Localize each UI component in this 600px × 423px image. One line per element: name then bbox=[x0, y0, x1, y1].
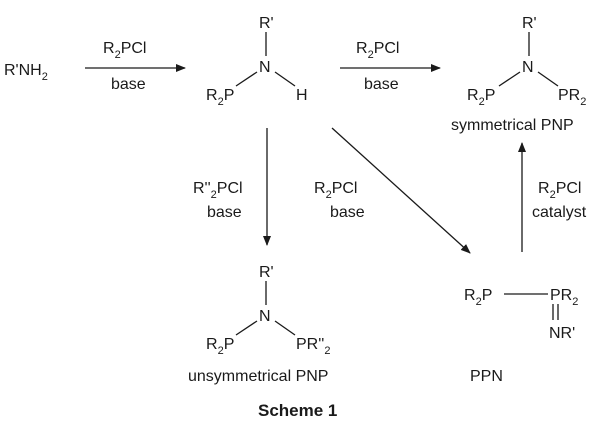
atom-pr2-alt: PR''2 bbox=[296, 336, 330, 357]
scheme-label: Scheme 1 bbox=[258, 401, 337, 420]
atom-r-prime: R' bbox=[522, 15, 537, 32]
reagent-r2pcl-alt: R''2PCl bbox=[193, 180, 243, 201]
bond-n-h bbox=[274, 71, 296, 87]
atom-r2p: R2P bbox=[206, 87, 234, 108]
atom-nr-prime: NR' bbox=[549, 325, 575, 342]
atom-n: N bbox=[259, 59, 271, 76]
ppn-structure: R2P PR2 NR' PPN bbox=[464, 287, 578, 385]
atom-n: N bbox=[522, 59, 534, 76]
condition-base-1: base bbox=[111, 76, 146, 93]
atom-r2p: R2P bbox=[464, 287, 492, 308]
atom-r-prime: R' bbox=[259, 264, 274, 281]
arrow-to-ppn bbox=[331, 127, 471, 254]
condition-base-3: base bbox=[207, 204, 242, 221]
atom-r2p: R2P bbox=[467, 87, 495, 108]
reagent-r2pcl-4: R2PCl bbox=[538, 180, 581, 201]
caption-ppn: PPN bbox=[470, 368, 503, 385]
atom-n: N bbox=[259, 308, 271, 325]
reagent-r2pcl-2: R2PCl bbox=[356, 40, 399, 61]
atom-pr2: PR2 bbox=[550, 287, 578, 308]
bond-n-p-right bbox=[274, 320, 296, 336]
caption-unsymmetrical-pnp: unsymmetrical PNP bbox=[188, 368, 328, 385]
condition-catalyst: catalyst bbox=[532, 204, 587, 221]
condition-base-2: base bbox=[364, 76, 399, 93]
caption-symmetrical-pnp: symmetrical PNP bbox=[451, 117, 574, 134]
reactant-primary-amine: R'NH2 bbox=[4, 62, 48, 83]
symmetrical-pnp-structure: R' N R2P PR2 symmetrical PNP bbox=[451, 15, 586, 134]
unsymmetrical-pnp-structure: R' N R2P PR''2 unsymmetrical PNP bbox=[188, 264, 330, 385]
reagent-r2pcl-1: R2PCl bbox=[103, 40, 146, 61]
atom-h: H bbox=[296, 87, 308, 104]
condition-base-4: base bbox=[330, 204, 365, 221]
atom-r-prime: R' bbox=[259, 15, 274, 32]
atom-r2p: R2P bbox=[206, 336, 234, 357]
bond-n-p-right bbox=[537, 71, 559, 87]
atom-pr2: PR2 bbox=[558, 87, 586, 108]
bond-n-p-left bbox=[498, 71, 521, 87]
reagent-r2pcl-3: R2PCl bbox=[314, 180, 357, 201]
bond-n-p bbox=[235, 71, 258, 87]
aminophosphine-structure: R' N R2P H bbox=[206, 15, 308, 108]
bond-n-p-left bbox=[235, 320, 258, 336]
